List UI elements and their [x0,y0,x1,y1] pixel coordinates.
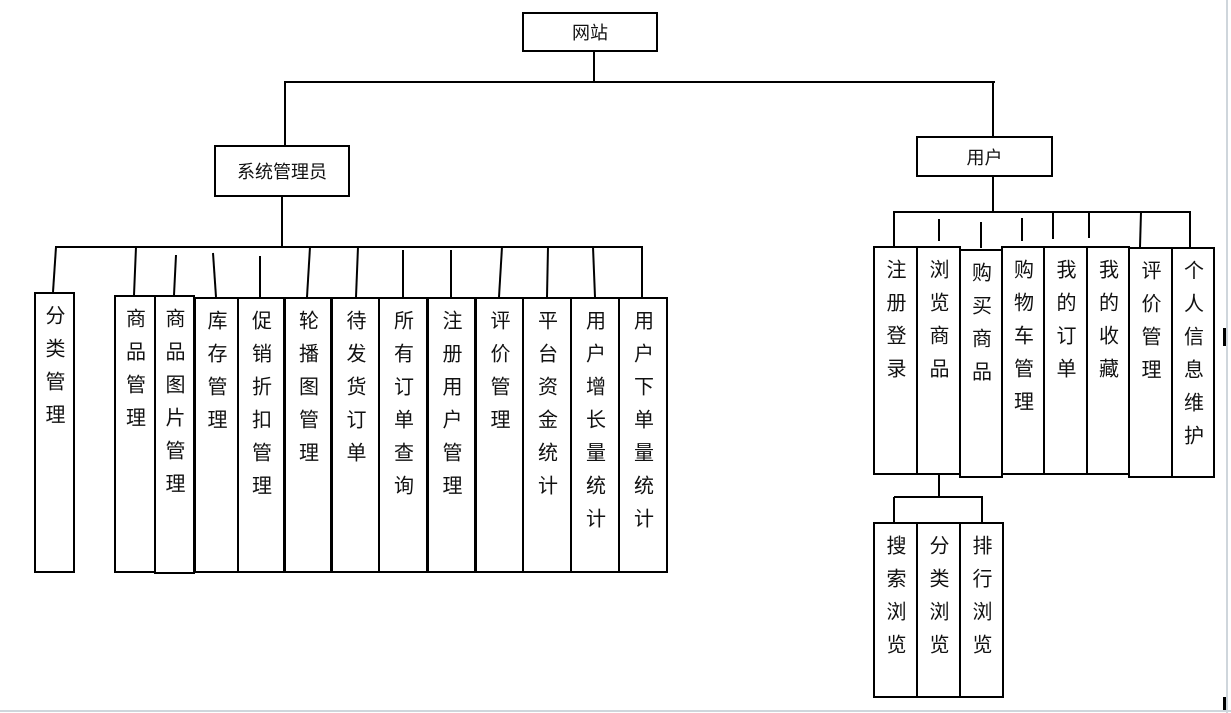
admin-node: 系统管理员 [214,145,350,197]
user-item-7: 个人信息维护 [1171,247,1215,478]
user-item-3: 购物车管理 [1001,246,1045,475]
user-item-0: 注册登录 [873,246,918,475]
connector-admin-0 [52,246,57,293]
browse-item-2: 排行浏览 [959,522,1004,698]
admin-item-1: 商品管理 [114,295,156,573]
connector [281,197,283,247]
connector-admin-10 [546,246,549,298]
admin-item-10: 平台资金统计 [522,297,572,573]
browse-item-0: 搜索浏览 [873,522,918,698]
admin-item-6: 待发货订单 [331,297,380,573]
admin-item-3: 库存管理 [194,297,239,573]
connector [284,81,995,83]
bottom-frame-edge [0,710,1231,712]
admin-item-2: 商品图片管理 [154,295,195,574]
connector-admin-6 [355,246,359,298]
connector [284,81,286,145]
connector [55,246,643,248]
connector [593,52,595,82]
user-item-4: 我的订单 [1043,246,1088,475]
connector-user-6 [1139,211,1142,248]
connector [938,475,940,497]
right-frame-edge [1226,0,1228,713]
connector-admin-1 [133,246,137,296]
user-node: 用户 [916,136,1053,177]
admin-item-9: 评价管理 [475,297,524,573]
user-item-2: 购买商品 [959,249,1003,478]
connector-admin-5 [306,246,311,298]
connector-admin-3 [212,252,217,298]
user-item-6: 评价管理 [1128,247,1173,478]
admin-item-4: 促销折扣管理 [237,297,285,573]
user-item-1: 浏览商品 [916,246,961,475]
connector [992,81,994,136]
admin-item-7: 所有订单查询 [378,297,428,573]
connector [992,177,994,212]
admin-item-0: 分类管理 [34,292,75,573]
browse-item-1: 分类浏览 [916,522,961,698]
connector-admin-9 [498,246,503,298]
connector [894,496,983,498]
cursor-mark [1223,328,1226,346]
connector-admin-11 [592,246,596,298]
admin-item-8: 注册用户管理 [427,297,476,573]
root-node: 网站 [522,12,658,52]
admin-item-5: 轮播图管理 [284,297,332,573]
user-node-label: 用户 [966,147,1003,169]
admin-node-label: 系统管理员 [237,162,327,183]
user-item-5: 我的收藏 [1086,246,1130,475]
cursor-mark [1223,697,1226,710]
root-node-label: 网站 [572,23,608,44]
connector-admin-2 [173,254,177,296]
admin-item-12: 用户下单量统计 [618,297,668,573]
connector [893,211,1191,213]
admin-item-11: 用户增长量统计 [570,297,620,573]
